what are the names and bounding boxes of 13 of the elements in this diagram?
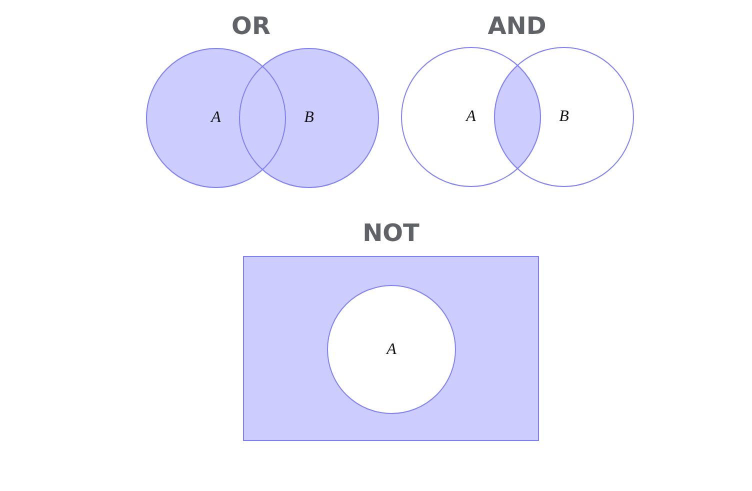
- set-circle: [239, 48, 379, 188]
- set-circle: [401, 47, 541, 187]
- set-label: B: [559, 108, 569, 126]
- operation-heading: NOT: [362, 219, 420, 247]
- shaded-rectangle: [243, 256, 539, 441]
- operation-heading: OR: [232, 12, 270, 40]
- set-label: A: [386, 340, 396, 358]
- set-label: A: [211, 109, 221, 127]
- set-circle: [494, 47, 634, 187]
- set-label: B: [304, 109, 314, 127]
- set-label: A: [466, 108, 476, 126]
- set-circle: [146, 48, 286, 188]
- operation-heading: AND: [488, 12, 546, 40]
